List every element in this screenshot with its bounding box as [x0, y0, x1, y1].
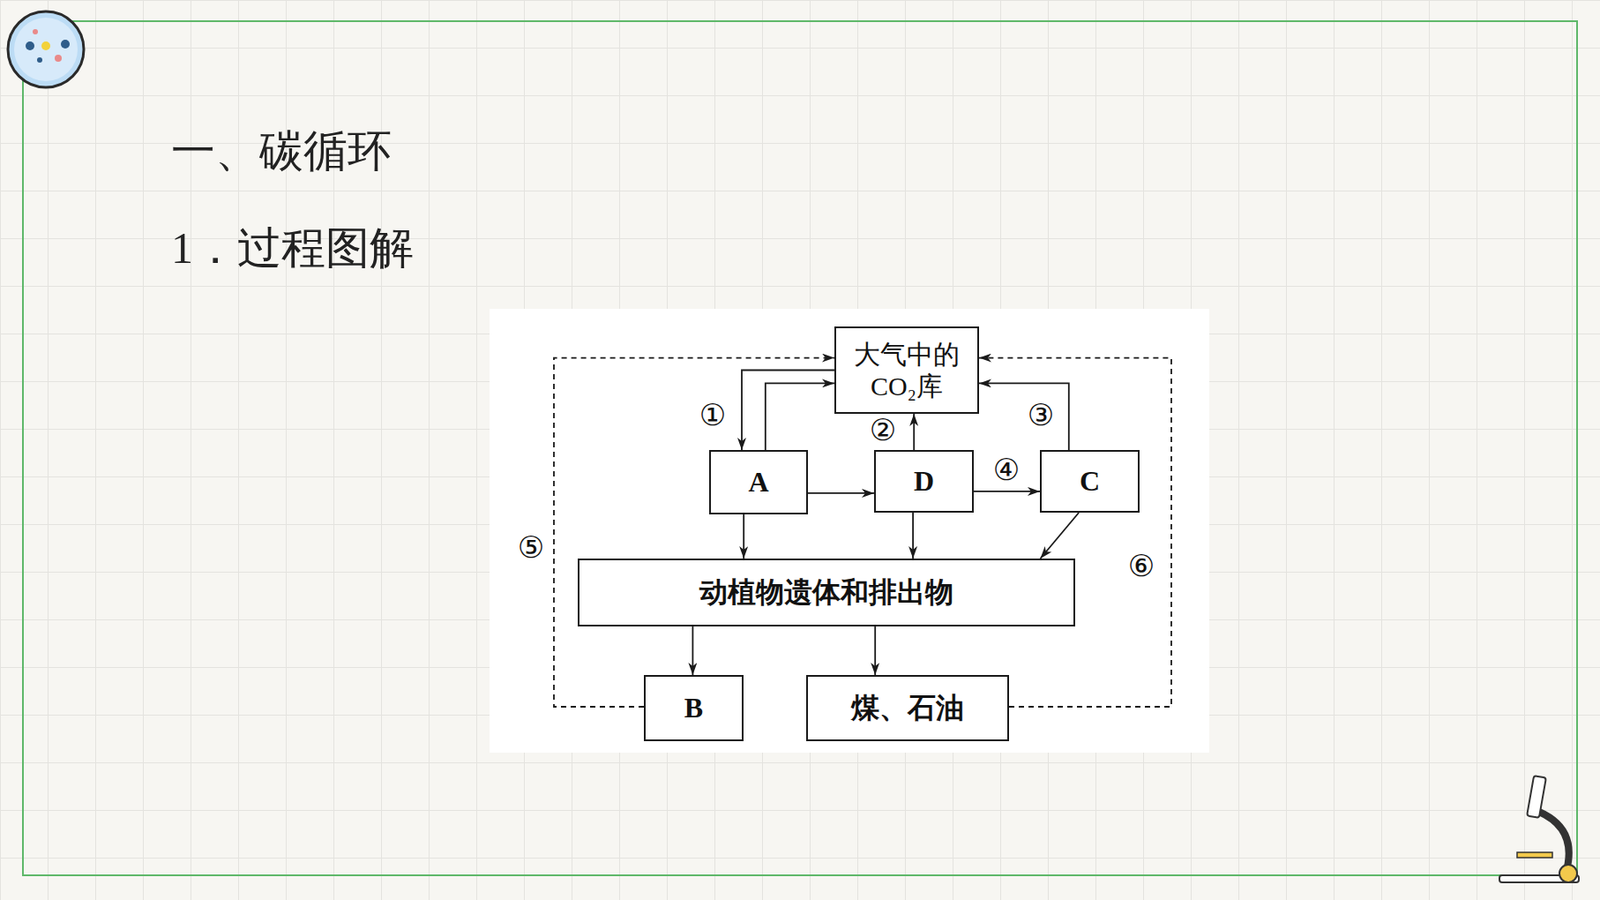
flow-arrow: [742, 514, 745, 559]
microscope-icon: [1490, 767, 1588, 891]
callout-number: ④: [993, 451, 1020, 487]
flow-arrow: [692, 626, 695, 675]
dashed-arrow: [979, 358, 1172, 707]
node-text: D: [913, 463, 935, 498]
callout-number: ⑤: [517, 529, 545, 565]
section-heading: 1．过程图解: [171, 218, 414, 278]
remains-box: 动植物遗体和排出物: [577, 558, 1076, 627]
flow-arrow: [1040, 512, 1080, 559]
node-text: C: [1079, 463, 1100, 498]
flow-arrow: [973, 490, 1040, 493]
dashed-arrow: [553, 358, 835, 707]
node-text: 煤、石油: [851, 690, 965, 725]
node-text: A: [747, 464, 769, 499]
component-box: C: [1039, 449, 1140, 513]
flow-arrow: [912, 413, 915, 450]
callout-number: ①: [699, 396, 726, 433]
flow-arrow: [874, 626, 876, 675]
flow-arrow: [807, 492, 875, 494]
component-box: A: [709, 449, 808, 515]
slide-title: 一、碳循环: [171, 121, 392, 181]
flow-arrow: [912, 512, 914, 559]
node-text: 大气中的 CO₂库: [841, 338, 972, 403]
callout-number: ③: [1027, 396, 1055, 433]
callout-number: ②: [869, 411, 897, 448]
fossil-fuel-box: 煤、石油: [806, 674, 1010, 741]
reservoir-box: 大气中的 CO₂库: [834, 326, 980, 414]
flow-arrow: [765, 382, 835, 450]
component-box: B: [643, 674, 744, 741]
component-box: D: [874, 449, 974, 513]
node-text: 动植物遗体和排出物: [699, 575, 954, 609]
flow-arrow: [979, 382, 1070, 450]
callout-number: ⑥: [1128, 547, 1155, 584]
logo-icon: [0, 0, 98, 98]
flow-arrow: [741, 370, 835, 451]
node-text: B: [684, 690, 703, 725]
